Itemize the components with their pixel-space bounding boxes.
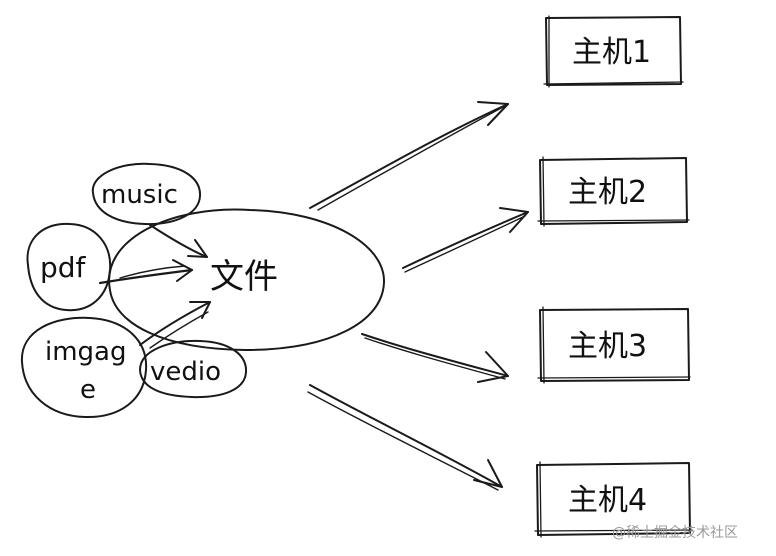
image-node: imgag e <box>20 316 148 419</box>
arrow-file-to-host-1 <box>309 101 509 211</box>
arrow-image-to-file <box>139 301 211 349</box>
image-node-label-line2: e <box>80 375 96 405</box>
host-2: 主机2 <box>537 156 690 227</box>
music-node-label: music <box>101 180 178 210</box>
video-node: vedio <box>139 339 248 399</box>
pdf-node: pdf <box>26 222 112 312</box>
host-3: 主机3 <box>537 306 691 384</box>
arrow-file-to-host-4 <box>307 384 503 491</box>
video-node-label: vedio <box>150 357 221 387</box>
output-arrows <box>307 101 529 491</box>
host-3-label: 主机3 <box>568 329 647 364</box>
input-arrows <box>98 224 211 349</box>
arrow-file-to-host-2 <box>402 207 529 273</box>
host-1-label: 主机1 <box>572 35 651 70</box>
music-node: music <box>91 162 202 226</box>
arrow-pdf-to-file <box>98 259 194 285</box>
arrow-music-to-file <box>149 224 208 258</box>
pdf-node-label: pdf <box>40 251 87 284</box>
host-1: 主机1 <box>543 15 684 88</box>
file-node-label: 文件 <box>210 257 278 297</box>
host-2-label: 主机2 <box>568 175 647 210</box>
watermark: @稀土掘金技术社区 <box>612 525 738 541</box>
arrow-file-to-host-3 <box>361 333 509 383</box>
host-4: 主机4 <box>534 461 693 538</box>
host-4-label: 主机4 <box>568 483 647 518</box>
file-node: 文件 <box>108 208 386 351</box>
image-node-label-line1: imgag <box>45 337 127 367</box>
